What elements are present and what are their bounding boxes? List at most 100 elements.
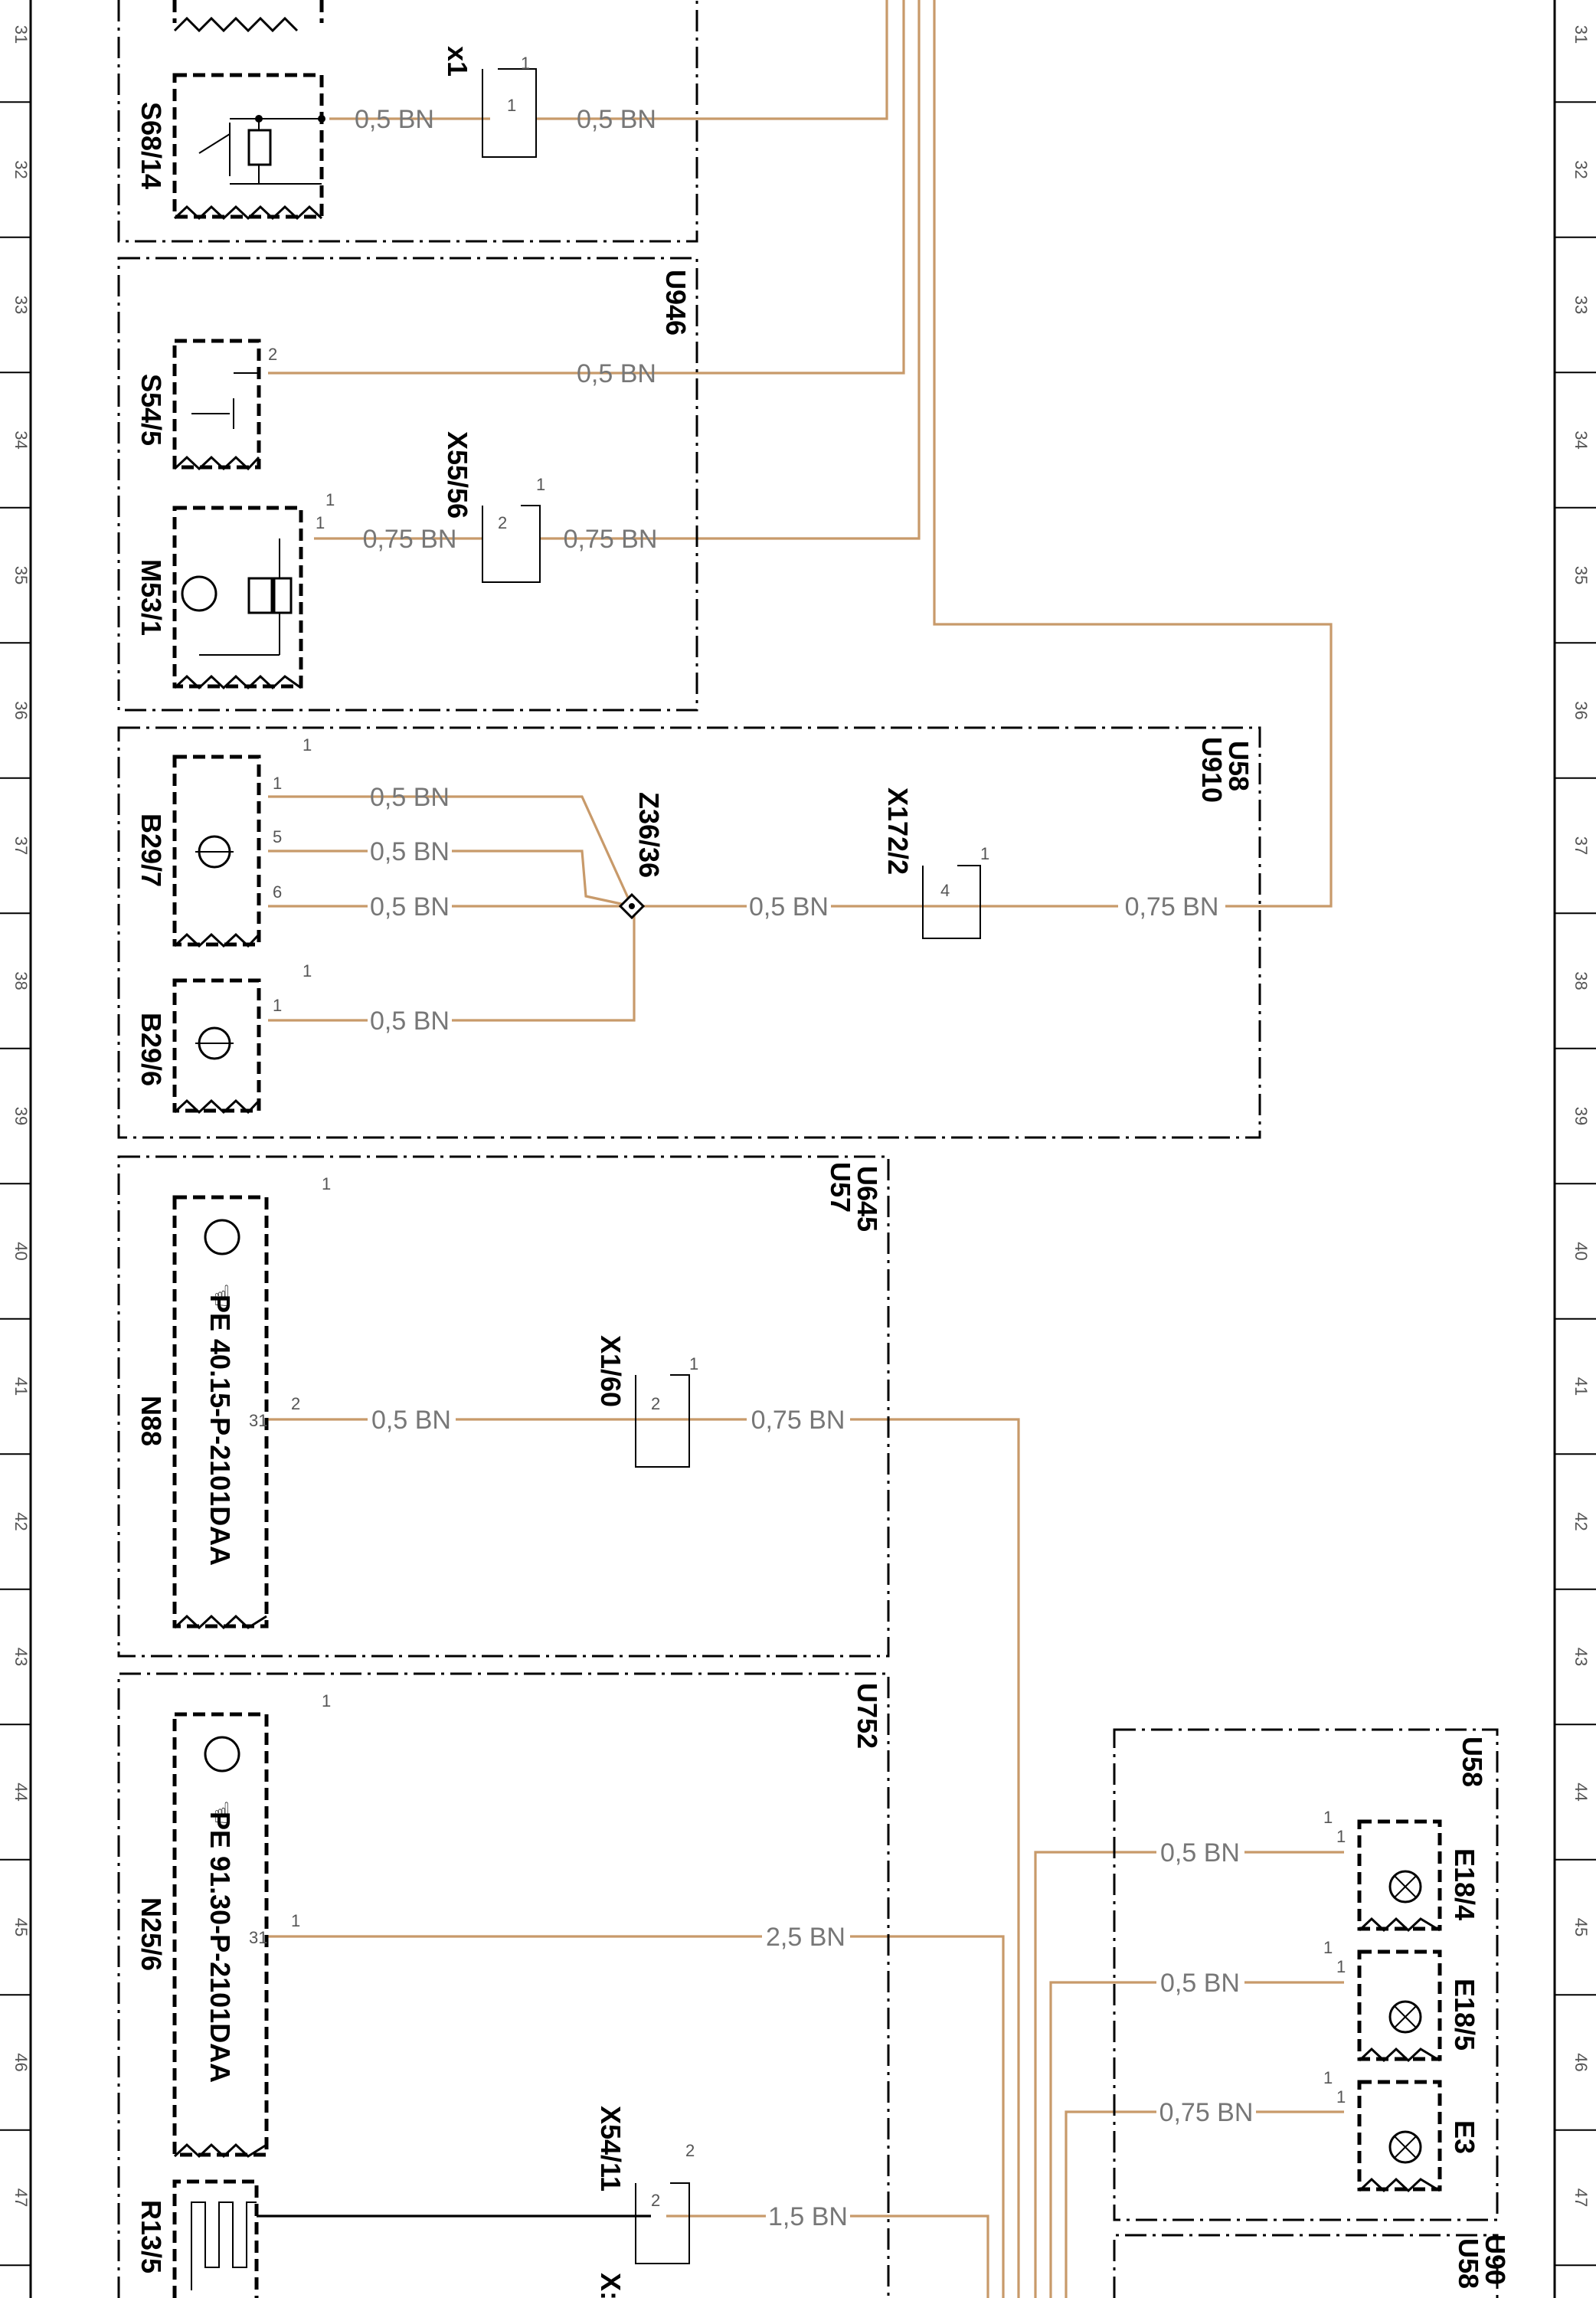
label-X55-56: X55/56 — [442, 431, 473, 519]
wire-label: 0,5 BN — [749, 892, 829, 921]
pin-label: 1 — [1323, 1938, 1333, 1957]
pin-label: 1 — [980, 844, 989, 863]
block-U58b: U58 — [1457, 1737, 1488, 1787]
row-number: 37 — [11, 836, 31, 855]
wire-label: 0,75 BN — [363, 525, 457, 554]
component-labels: S68/14 S54/5 M53/1 B29/7 B29/6 N88 N25/6… — [136, 102, 1480, 2273]
pin-label: 1 — [303, 735, 312, 755]
row-number: 41 — [1571, 1377, 1591, 1396]
wire-label: 0,5 BN — [370, 837, 450, 866]
label-X172-2: X172/2 — [882, 787, 914, 875]
row-number: 31 — [11, 25, 31, 44]
row-number: 42 — [1571, 1512, 1591, 1530]
row-number: 44 — [1571, 1782, 1591, 1801]
row-number: 40 — [1571, 1242, 1591, 1260]
finger-icon-N88: ☝ — [213, 1281, 231, 1313]
row-number: 47 — [1571, 2188, 1591, 2207]
component-boxes — [172, 0, 1442, 2298]
pin-label: 1 — [536, 475, 545, 494]
pin-label: 1 — [507, 96, 516, 115]
connector-labels: x1 X55/56 Z36/36 X172/2 X1/60 X54/11 X: — [442, 46, 914, 2298]
wire-label: 1,5 BN — [768, 2202, 848, 2231]
row-number: 33 — [11, 296, 31, 314]
pin-label: 1 — [303, 961, 312, 980]
row-number: 33 — [1571, 296, 1591, 314]
wire-label: 0,5 BN — [1160, 1969, 1240, 1998]
pin-label: 1 — [689, 1354, 698, 1373]
pin-label: 1 — [291, 1911, 300, 1930]
row-number: 44 — [11, 1782, 31, 1801]
label-S54-5: S54/5 — [136, 374, 167, 446]
row-number: 35 — [11, 566, 31, 584]
row-number: 32 — [1571, 160, 1591, 178]
pin-label: 1 — [273, 996, 282, 1015]
pin-label: 2 — [498, 513, 507, 532]
row-number: 38 — [1571, 971, 1591, 990]
block-U57: U57 — [825, 1162, 856, 1213]
pin-label: 1 — [1323, 2068, 1333, 2087]
pin-labels: 1 1 2 1 1 2 1 1 5 6 1 1 1 4 1 31 2 1 2 1… — [249, 54, 1346, 2210]
row-number: 43 — [11, 1648, 31, 1666]
wire-label: 0,75 BN — [1125, 892, 1219, 921]
row-number: 39 — [11, 1107, 31, 1125]
pin-label: 31 — [249, 1411, 267, 1430]
wire-label: 0,5 BN — [370, 1007, 450, 1036]
wire-label: 0,5 BN — [1160, 1838, 1240, 1868]
row-number: 43 — [1571, 1648, 1591, 1666]
wire-label: 2,5 BN — [766, 1923, 845, 1952]
row-number: 32 — [11, 160, 31, 178]
blocks — [117, 0, 1499, 2298]
row-number: 46 — [1571, 2053, 1591, 2071]
row-number: 45 — [1571, 1918, 1591, 1936]
row-number: 42 — [11, 1512, 31, 1530]
block-U58a: U58 — [1223, 741, 1254, 791]
label-B29-6: B29/6 — [136, 1013, 167, 1086]
row-number: 38 — [11, 971, 31, 990]
block-labels: U946 U58 U910 U645 U57 U752 U58 U90 U58 — [660, 270, 1511, 2289]
pin-label: 6 — [273, 882, 282, 902]
pin-label: 1 — [322, 1691, 331, 1710]
label-E3: E3 — [1449, 2120, 1480, 2154]
wire-label: 0,5 BN — [371, 1406, 451, 1435]
block-U90x: U90 — [1480, 2234, 1511, 2285]
wire-label: 0,75 BN — [751, 1406, 845, 1435]
row-number: 36 — [1571, 701, 1591, 719]
label-N25-6: N25/6 — [136, 1897, 167, 1971]
pin-label: 1 — [322, 1174, 331, 1193]
pin-label: 2 — [651, 1394, 660, 1413]
label-Z36-36: Z36/36 — [633, 792, 665, 878]
pin-label: 1 — [1336, 2087, 1346, 2106]
row-number: 31 — [1571, 25, 1591, 44]
label-X1-60: X1/60 — [595, 1335, 626, 1407]
connector-boxes — [482, 68, 981, 2264]
wire-label: 0,5 BN — [370, 783, 450, 812]
row-number: 35 — [1571, 566, 1591, 584]
label-X54-11: X54/11 — [595, 2106, 626, 2192]
pin-label: 1 — [316, 513, 325, 532]
label-S68-14: S68/14 — [136, 102, 167, 189]
block-U910: U910 — [1196, 737, 1228, 803]
pin-label: 2 — [291, 1394, 300, 1413]
block-U946: U946 — [660, 270, 692, 336]
pin-label: 2 — [268, 345, 277, 364]
label-E18-4: E18/4 — [1449, 1848, 1480, 1920]
row-number: 36 — [11, 701, 31, 719]
label-M53-1: M53/1 — [136, 559, 167, 636]
pin-label: 1 — [1336, 1827, 1346, 1846]
pe-references: PE 40.15-P-2101DAA PE 91.30-P-2101DAA ☝ … — [204, 1281, 236, 2083]
row-number: 47 — [11, 2188, 31, 2207]
pin-label: 4 — [940, 881, 950, 900]
pin-label: 31 — [249, 1928, 267, 1947]
wire-labels: 0,5 BN 0,5 BN 0,5 BN 0,75 BN 0,75 BN 0,5… — [355, 105, 1253, 2231]
wire-label: 0,5 BN — [577, 359, 656, 388]
label-E18-5: E18/5 — [1449, 1979, 1480, 2051]
row-number: 46 — [11, 2053, 31, 2071]
row-number: 41 — [11, 1377, 31, 1396]
block-U58c: U58 — [1453, 2238, 1484, 2289]
wire-label: 0,5 BN — [577, 105, 656, 134]
pin-label: 1 — [273, 774, 282, 793]
